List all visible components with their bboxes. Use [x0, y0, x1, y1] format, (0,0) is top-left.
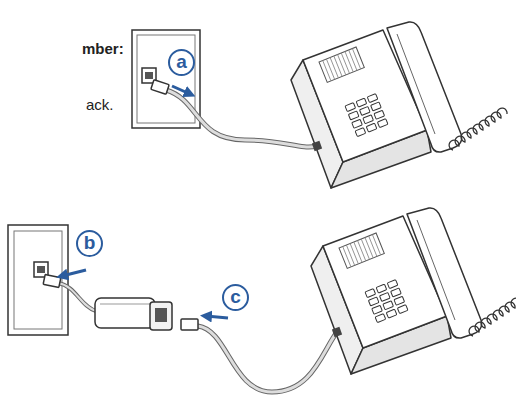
wall-jack-socket	[37, 266, 45, 273]
instruction-text: mber:	[82, 40, 124, 58]
cable-plug	[151, 80, 169, 94]
line-filter	[95, 298, 155, 328]
instruction-text: ack.	[86, 96, 114, 114]
filter-plug	[43, 274, 61, 287]
callout-circle: c	[222, 284, 249, 311]
callout-circle: b	[76, 230, 103, 257]
callout-letter: b	[84, 233, 96, 252]
wall-jack-socket	[145, 72, 153, 79]
wall-plate-inset	[14, 231, 62, 329]
cable-plug	[181, 319, 198, 330]
telephone	[291, 22, 507, 188]
filter-end	[150, 302, 172, 330]
direction-arrow	[206, 316, 228, 318]
wall-plate	[8, 225, 68, 335]
callout-letter: c	[230, 287, 241, 306]
filter-edge	[100, 304, 150, 305]
wall-plate-inset	[137, 35, 195, 123]
wall-plate	[132, 30, 200, 128]
filter-cord	[58, 283, 96, 311]
phone-cable-outline	[166, 90, 317, 147]
direction-arrow	[172, 86, 190, 94]
filter-cord-core	[58, 283, 96, 311]
direction-arrow	[62, 270, 86, 276]
phone-cable	[166, 90, 317, 147]
callout-letter: a	[176, 52, 187, 71]
telephone	[311, 208, 516, 374]
callout-circle: a	[168, 49, 195, 76]
phone-cable-outline	[198, 326, 337, 392]
phone-cable	[198, 326, 337, 392]
filter-jack	[155, 308, 167, 322]
